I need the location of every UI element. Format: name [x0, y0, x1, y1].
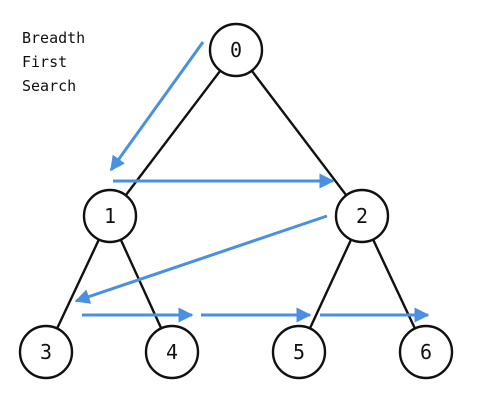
node-label: 2 [356, 204, 368, 228]
node-label: 3 [40, 340, 52, 364]
node-circle [398, 324, 454, 380]
tree-edges [55, 69, 417, 329]
node-circle [334, 188, 390, 244]
node-circle [271, 324, 327, 380]
node-circle [144, 324, 200, 380]
node-label: 5 [293, 340, 305, 364]
node-label: 6 [420, 340, 432, 364]
edge-0-2 [250, 69, 348, 197]
node-circle [18, 324, 74, 380]
node-circle [82, 188, 138, 244]
tree-nodes: 0 1 2 3 4 5 6 [18, 22, 454, 380]
edge-2-5 [308, 239, 353, 329]
node-1: 1 [82, 188, 138, 244]
traversal-arrow-2-3 [74, 214, 328, 304]
edge-0-1 [124, 69, 222, 197]
node-label: 4 [166, 340, 178, 364]
node-circle [208, 22, 264, 78]
traversal-arrows [74, 41, 430, 323]
node-0: 0 [208, 22, 264, 78]
node-label: 1 [104, 204, 116, 228]
title-line-3: Search [22, 77, 76, 95]
node-3: 3 [18, 324, 74, 380]
title-line-1: Breadth [22, 29, 85, 47]
node-5: 5 [271, 324, 327, 380]
node-6: 6 [398, 324, 454, 380]
title-line-2: First [22, 53, 67, 71]
diagram-title: Breadth First Search [22, 29, 85, 95]
node-label: 0 [230, 38, 242, 62]
node-4: 4 [144, 324, 200, 380]
node-2: 2 [334, 188, 390, 244]
traversal-arrow-0-1 [109, 41, 205, 172]
edge-1-3 [55, 239, 101, 329]
